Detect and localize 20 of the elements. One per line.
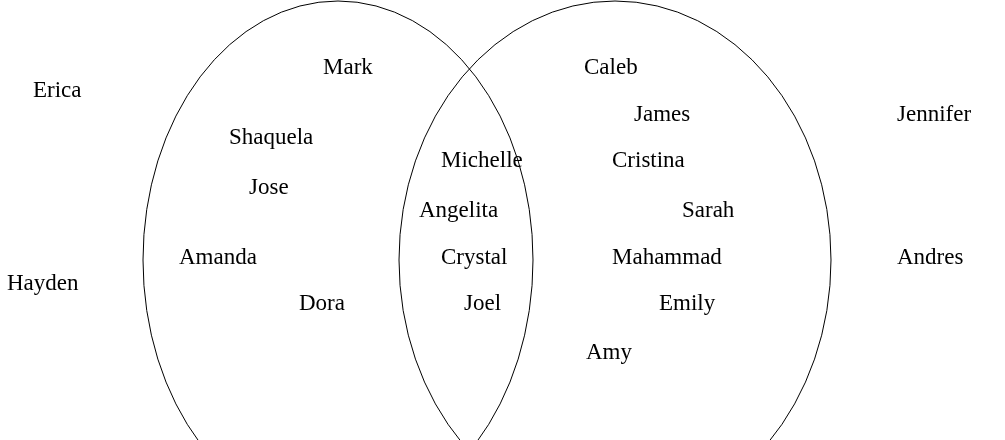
name-label: Amanda — [179, 244, 257, 270]
name-label: Dora — [299, 290, 345, 316]
name-label: Cristina — [612, 147, 685, 173]
name-label: Sarah — [682, 197, 735, 223]
name-label: Emily — [659, 290, 716, 316]
name-label: Michelle — [441, 147, 523, 173]
name-label: Erica — [33, 77, 82, 103]
name-label: Crystal — [441, 244, 508, 270]
name-label: Angelita — [419, 197, 499, 223]
name-label: Hayden — [7, 270, 79, 296]
name-label: Caleb — [584, 54, 638, 80]
name-label: James — [634, 101, 691, 127]
name-label: Mahammad — [612, 244, 722, 270]
name-label: Joel — [464, 290, 502, 316]
name-label: Shaquela — [229, 124, 314, 150]
name-label: Jennifer — [897, 101, 972, 127]
name-label: Jose — [249, 174, 289, 200]
name-label: Mark — [323, 54, 373, 80]
name-label: Andres — [897, 244, 964, 270]
name-label: Amy — [586, 339, 632, 365]
